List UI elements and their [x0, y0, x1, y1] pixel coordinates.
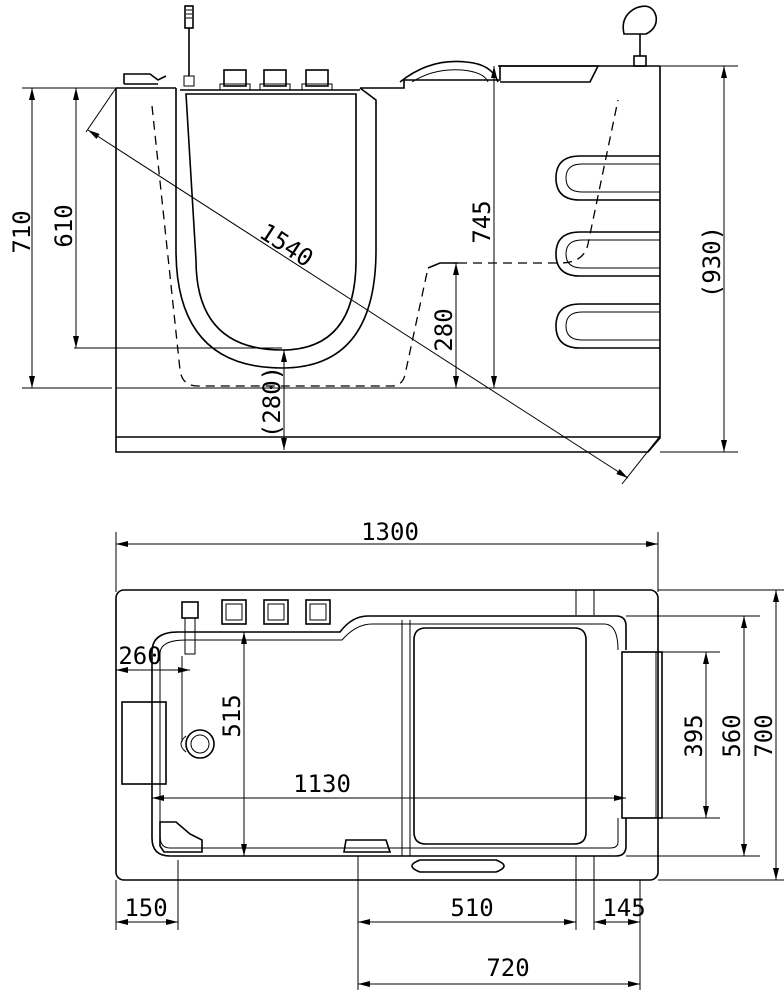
- dim-510-label: 510: [450, 894, 493, 922]
- dim-1540-label: 1540: [254, 218, 318, 273]
- dim-720: 720: [358, 954, 640, 987]
- dim-515: 515: [218, 632, 247, 856]
- faucet-knobs: [219, 69, 333, 91]
- dim-145: 145: [594, 880, 646, 990]
- wedge-pillow: [498, 65, 600, 83]
- dim-510: 510: [357, 856, 576, 990]
- inner-basin-outline: [151, 615, 627, 857]
- seat-top: [413, 627, 587, 845]
- tub-top-outline: [115, 589, 659, 881]
- grab-handle-3: [555, 303, 660, 349]
- dim-745-label: 745: [468, 200, 496, 243]
- top-view: 1300 260 515 1130 395 560: [115, 518, 784, 990]
- dim-710-label: 710: [8, 210, 36, 253]
- shower-holder-top: [181, 601, 199, 655]
- side-panel-left: [121, 701, 167, 785]
- dim-930-label: (930): [698, 226, 726, 298]
- dim-280-bracket: (280): [258, 350, 287, 450]
- grab-handle-1: [555, 155, 660, 201]
- side-handles: [555, 155, 660, 349]
- dim-280: 280: [430, 263, 459, 388]
- grab-handle-2: [555, 231, 660, 277]
- dim-610-label: 610: [50, 204, 78, 247]
- dim-610: 610: [50, 87, 282, 349]
- headrest-top: [621, 651, 663, 819]
- headrest-pillow: [399, 60, 499, 83]
- dim-720-label: 720: [486, 954, 529, 982]
- dim-395: 395: [662, 651, 720, 819]
- top-rim: [116, 65, 660, 89]
- dim-515-label: 515: [218, 694, 246, 737]
- dim-700-label: 700: [750, 714, 778, 757]
- side-view: 710 610 1540 745 280 (280): [8, 5, 738, 485]
- dim-145-label: 145: [602, 894, 645, 922]
- dim-700: 700: [658, 589, 784, 881]
- dim-1300: 1300: [115, 518, 659, 592]
- dim-260-label: 260: [118, 642, 161, 670]
- dim-1130: 1130: [152, 770, 626, 801]
- corner-fixture-left: [159, 821, 203, 853]
- seat-step: [427, 262, 458, 269]
- corner-fixture-right: [343, 839, 392, 853]
- dim-150: 150: [115, 860, 179, 930]
- dim-280-label: 280: [430, 308, 458, 351]
- dim-150-label: 150: [124, 894, 167, 922]
- dim-560-label: 560: [718, 714, 746, 757]
- drain: [180, 729, 215, 759]
- hand-shower: [183, 5, 195, 87]
- dim-1300-label: 1300: [361, 518, 419, 546]
- dim-395-label: 395: [680, 714, 708, 757]
- dim-560: 560: [626, 615, 760, 857]
- dim-1130-label: 1130: [293, 770, 351, 798]
- front-handle: [411, 859, 505, 873]
- dim-280-bracket-label: (280): [258, 366, 286, 438]
- spout: [123, 73, 167, 85]
- dim-710: 710: [8, 87, 112, 389]
- dim-930: (930): [660, 65, 738, 453]
- lamp: [622, 5, 658, 67]
- dim-745: 745: [468, 66, 497, 388]
- dim-260: 260: [116, 642, 190, 742]
- faucet-knobs-top: [221, 599, 331, 625]
